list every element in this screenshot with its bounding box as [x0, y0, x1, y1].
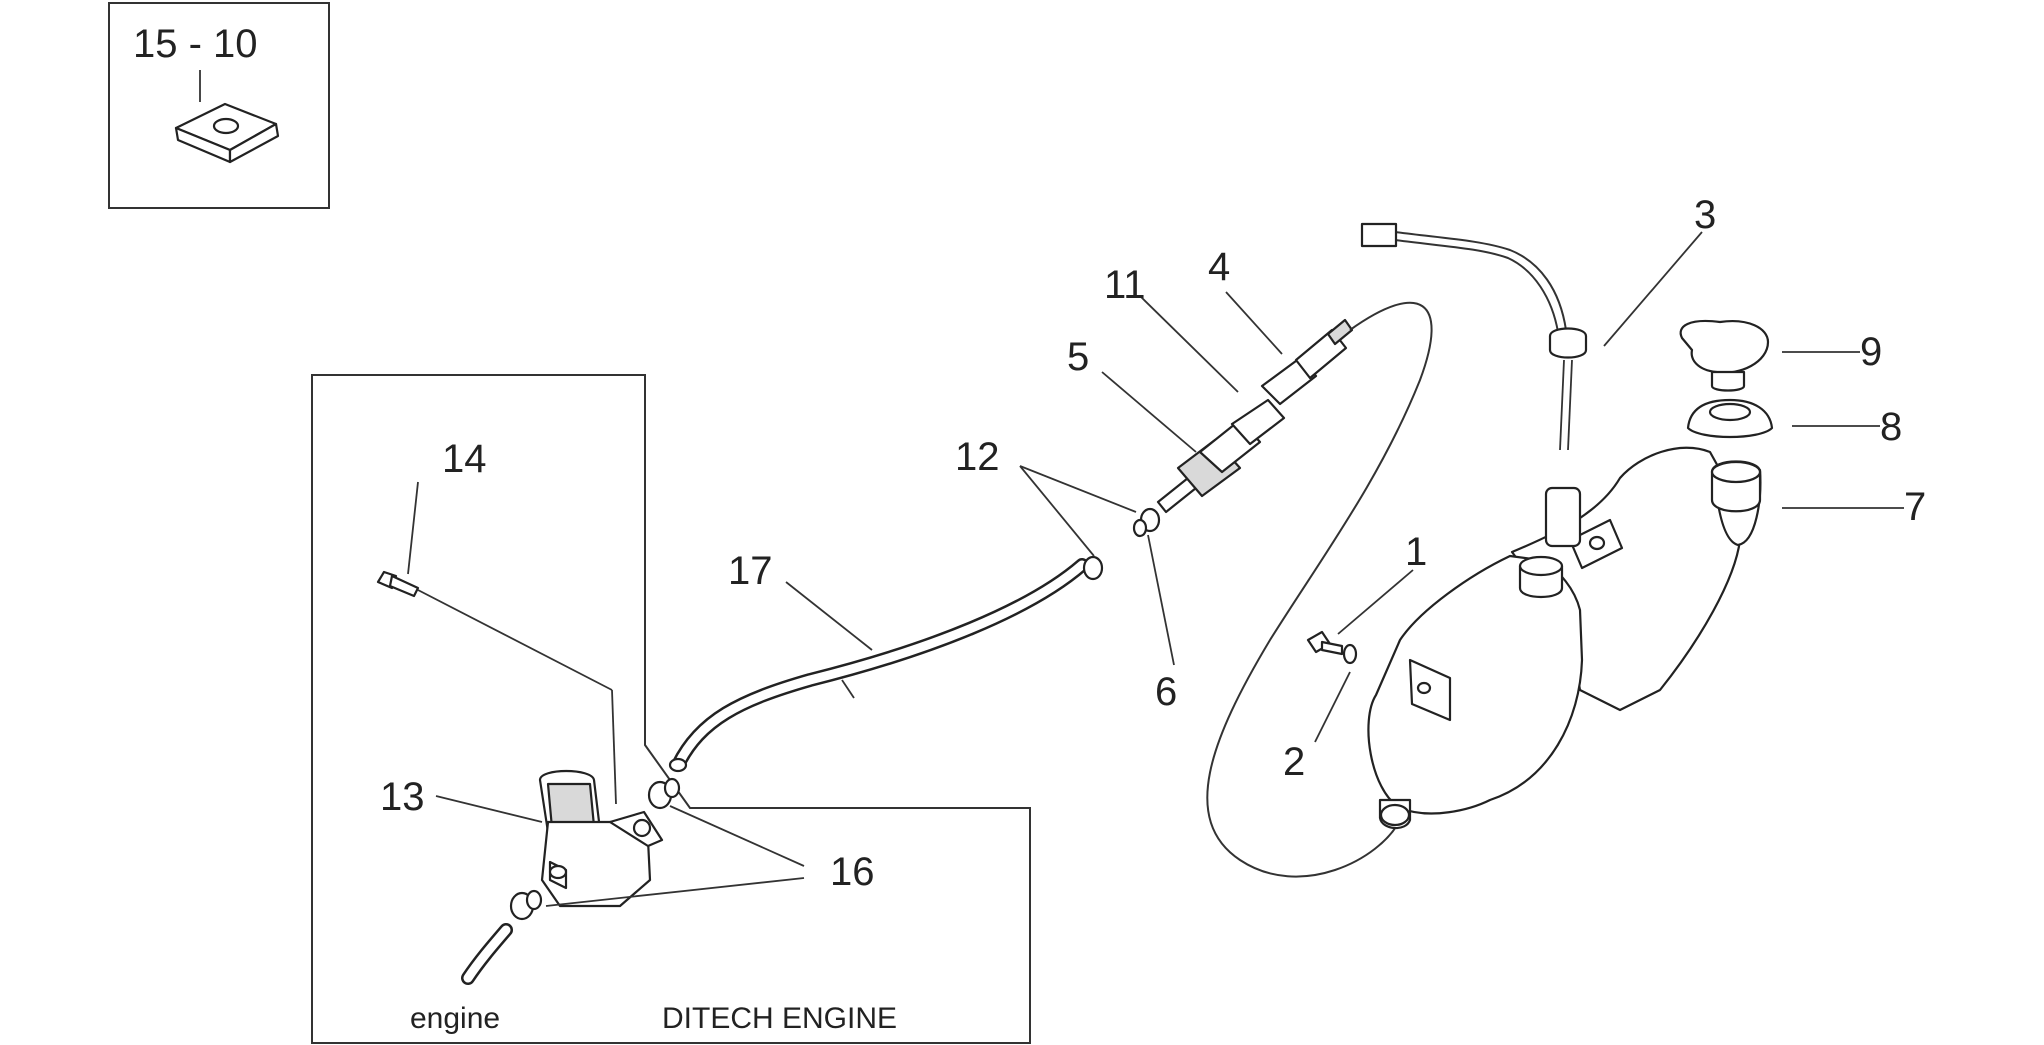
engine-label: engine: [410, 1002, 500, 1035]
inset-label: 15 - 10: [133, 22, 258, 66]
callout-12: 12: [955, 435, 1000, 479]
engine-hose-part: [461, 923, 513, 985]
callout-2: 2: [1283, 740, 1305, 784]
gasket-part: [1686, 398, 1774, 439]
hose-clamp-16-part: [509, 777, 681, 921]
callout-1: 1: [1405, 530, 1427, 574]
callout-17: 17: [728, 549, 773, 593]
bolt-washer-part: [1306, 630, 1358, 665]
callout-6: 6: [1155, 670, 1177, 714]
callout-11: 11: [1104, 263, 1146, 307]
leader-lines: [407, 231, 1904, 907]
ditech-engine-panel: [311, 374, 1031, 1044]
inset-box: 15 - 10: [108, 2, 330, 209]
clip-nut-part: [174, 102, 280, 164]
hose-clamp-part: [1082, 507, 1161, 581]
callout-16: 16: [830, 850, 875, 894]
callout-13: 13: [380, 775, 425, 819]
oil-tank-part: [1367, 446, 1762, 830]
callout-9: 9: [1860, 330, 1882, 374]
callout-4: 4: [1208, 245, 1230, 289]
callout-7: 7: [1904, 485, 1926, 529]
fuel-hose-part: [668, 558, 1089, 773]
bolt-part: [376, 570, 617, 805]
vent-tube-part: [1206, 301, 1433, 878]
callout-5: 5: [1067, 335, 1089, 379]
callout-14: 14: [442, 437, 487, 481]
callout-labels: 1 2 3 4 5 6 7 8 9 11 12 13 14 16 17: [380, 193, 1926, 894]
filler-cap-part: [1679, 319, 1770, 392]
callout-3: 3: [1694, 193, 1716, 237]
panel-label: DITECH ENGINE: [662, 1002, 897, 1035]
level-sensor-part: [1360, 222, 1588, 548]
callout-8: 8: [1880, 405, 1902, 449]
oil-pump-part: [538, 770, 664, 908]
fuel-filter-assembly: [1156, 318, 1354, 514]
